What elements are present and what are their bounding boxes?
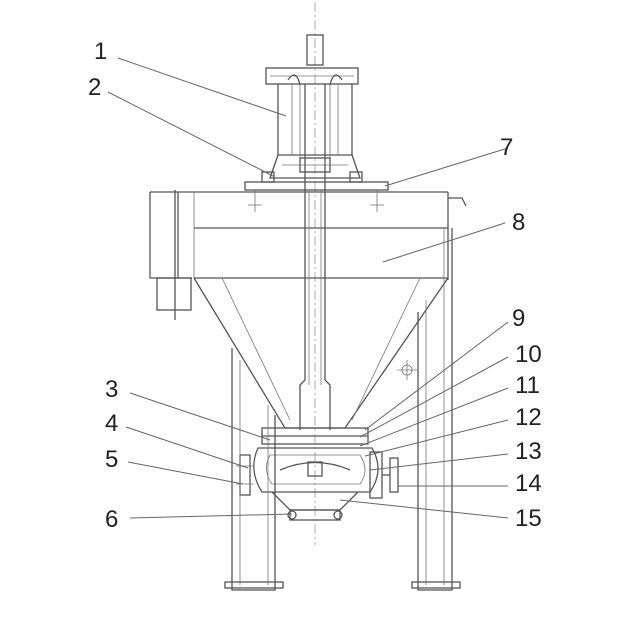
label-2: 2: [88, 74, 102, 101]
label-14: 14: [515, 470, 542, 497]
label-5: 5: [105, 446, 119, 473]
label-15: 15: [515, 505, 542, 532]
bearing-housing: [265, 67, 361, 179]
pump-casing: [236, 427, 399, 521]
label-8: 8: [512, 209, 526, 236]
label-1: 1: [94, 38, 108, 65]
label-13: 13: [515, 438, 542, 465]
froth-tank: [149, 190, 467, 320]
pump-shaft: [299, 84, 331, 430]
label-4: 4: [105, 410, 119, 437]
label-11: 11: [515, 372, 540, 399]
label-7: 7: [500, 134, 514, 161]
mounting-plate: [244, 171, 389, 191]
leader-lines: [107, 57, 509, 519]
label-6: 6: [105, 506, 119, 533]
support-frame: [224, 228, 461, 591]
label-12: 12: [515, 404, 542, 431]
shaft-top: [306, 34, 324, 66]
label-3: 3: [105, 376, 119, 403]
label-10: 10: [515, 341, 542, 368]
label-9: 9: [512, 305, 526, 332]
